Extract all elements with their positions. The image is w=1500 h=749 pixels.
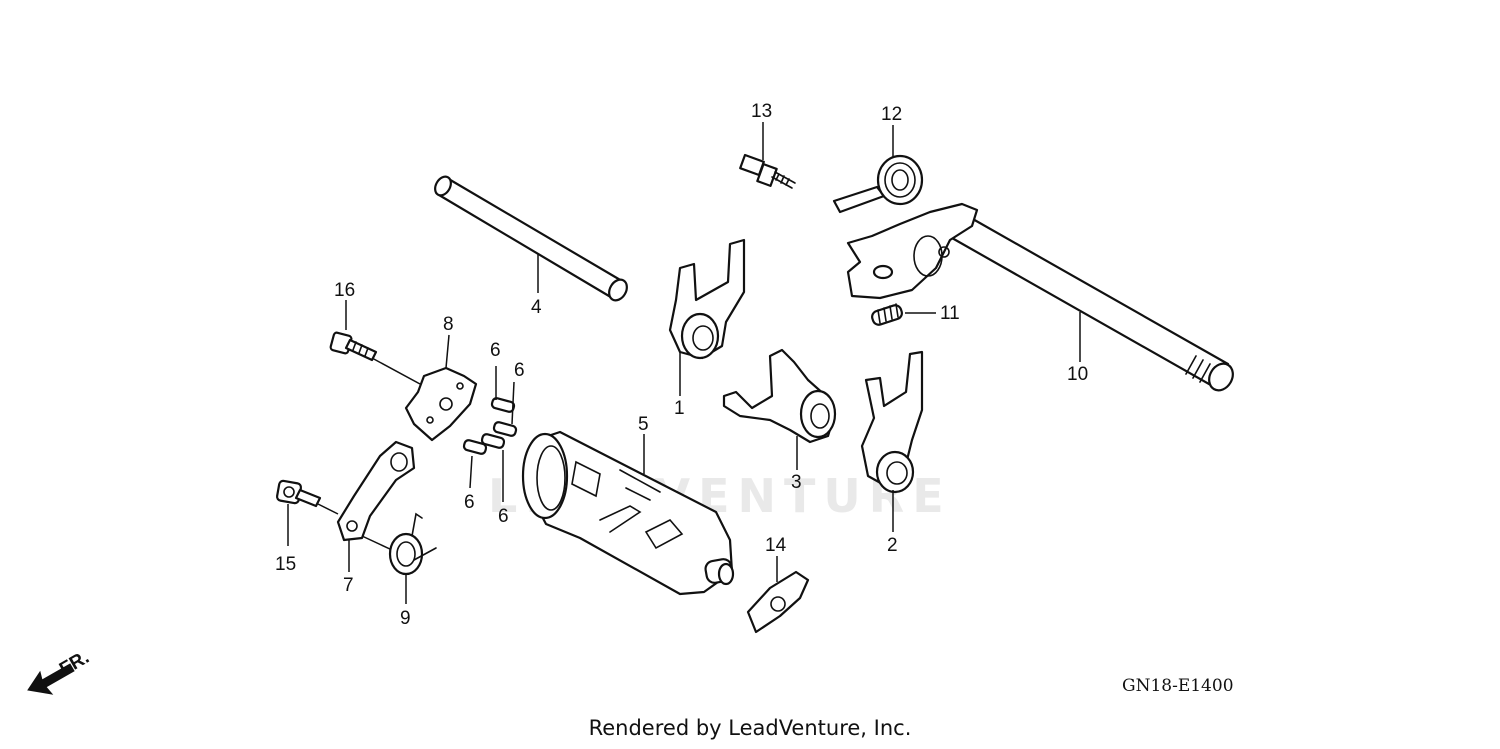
callout-16: 16 [334, 280, 355, 301]
callout-13: 13 [751, 101, 772, 122]
part-15-bolt[interactable] [275, 479, 322, 508]
callout-14: 14 [765, 535, 787, 556]
part-10-gearshift-spindle[interactable] [846, 202, 1238, 395]
part-1-shift-fork[interactable] [668, 238, 746, 360]
part-6-pins[interactable] [462, 397, 518, 455]
part-11-spring[interactable] [871, 303, 904, 327]
callout-1: 1 [674, 398, 685, 419]
fr-direction-arrow-icon: FR. [27, 647, 93, 695]
part-2-shift-fork[interactable] [860, 350, 924, 494]
callout-6b: 6 [514, 360, 525, 381]
callout-6d: 6 [498, 506, 509, 527]
callout-12: 12 [881, 104, 902, 125]
part-9-spring[interactable] [388, 512, 437, 576]
part-3-shift-fork[interactable] [722, 348, 837, 444]
callout-3: 3 [791, 472, 802, 493]
part-13-bolt[interactable] [739, 153, 796, 189]
part-14-plate[interactable] [746, 570, 810, 634]
callout-5: 5 [638, 414, 649, 435]
part-12-spring[interactable] [832, 154, 924, 214]
callout-4: 4 [531, 297, 542, 318]
credit-line: Rendered by LeadVenture, Inc. [588, 716, 912, 740]
callout-10: 10 [1067, 364, 1088, 385]
diagram-code: GN18-E1400 [1122, 676, 1234, 696]
part-4-fork-shaft[interactable] [432, 174, 630, 304]
part-8-plate[interactable] [404, 366, 478, 442]
callout-6c: 6 [464, 492, 475, 513]
callout-9: 9 [400, 608, 411, 629]
callout-6a: 6 [490, 340, 501, 361]
callout-11: 11 [940, 303, 960, 324]
part-5-shift-drum[interactable] [521, 430, 735, 596]
callout-8: 8 [443, 314, 454, 335]
part-7-stopper-arm[interactable] [336, 440, 416, 542]
callout-15: 15 [275, 554, 296, 575]
callout-2: 2 [887, 535, 898, 556]
callout-7: 7 [343, 575, 354, 596]
part-16-bolt[interactable] [329, 331, 378, 362]
